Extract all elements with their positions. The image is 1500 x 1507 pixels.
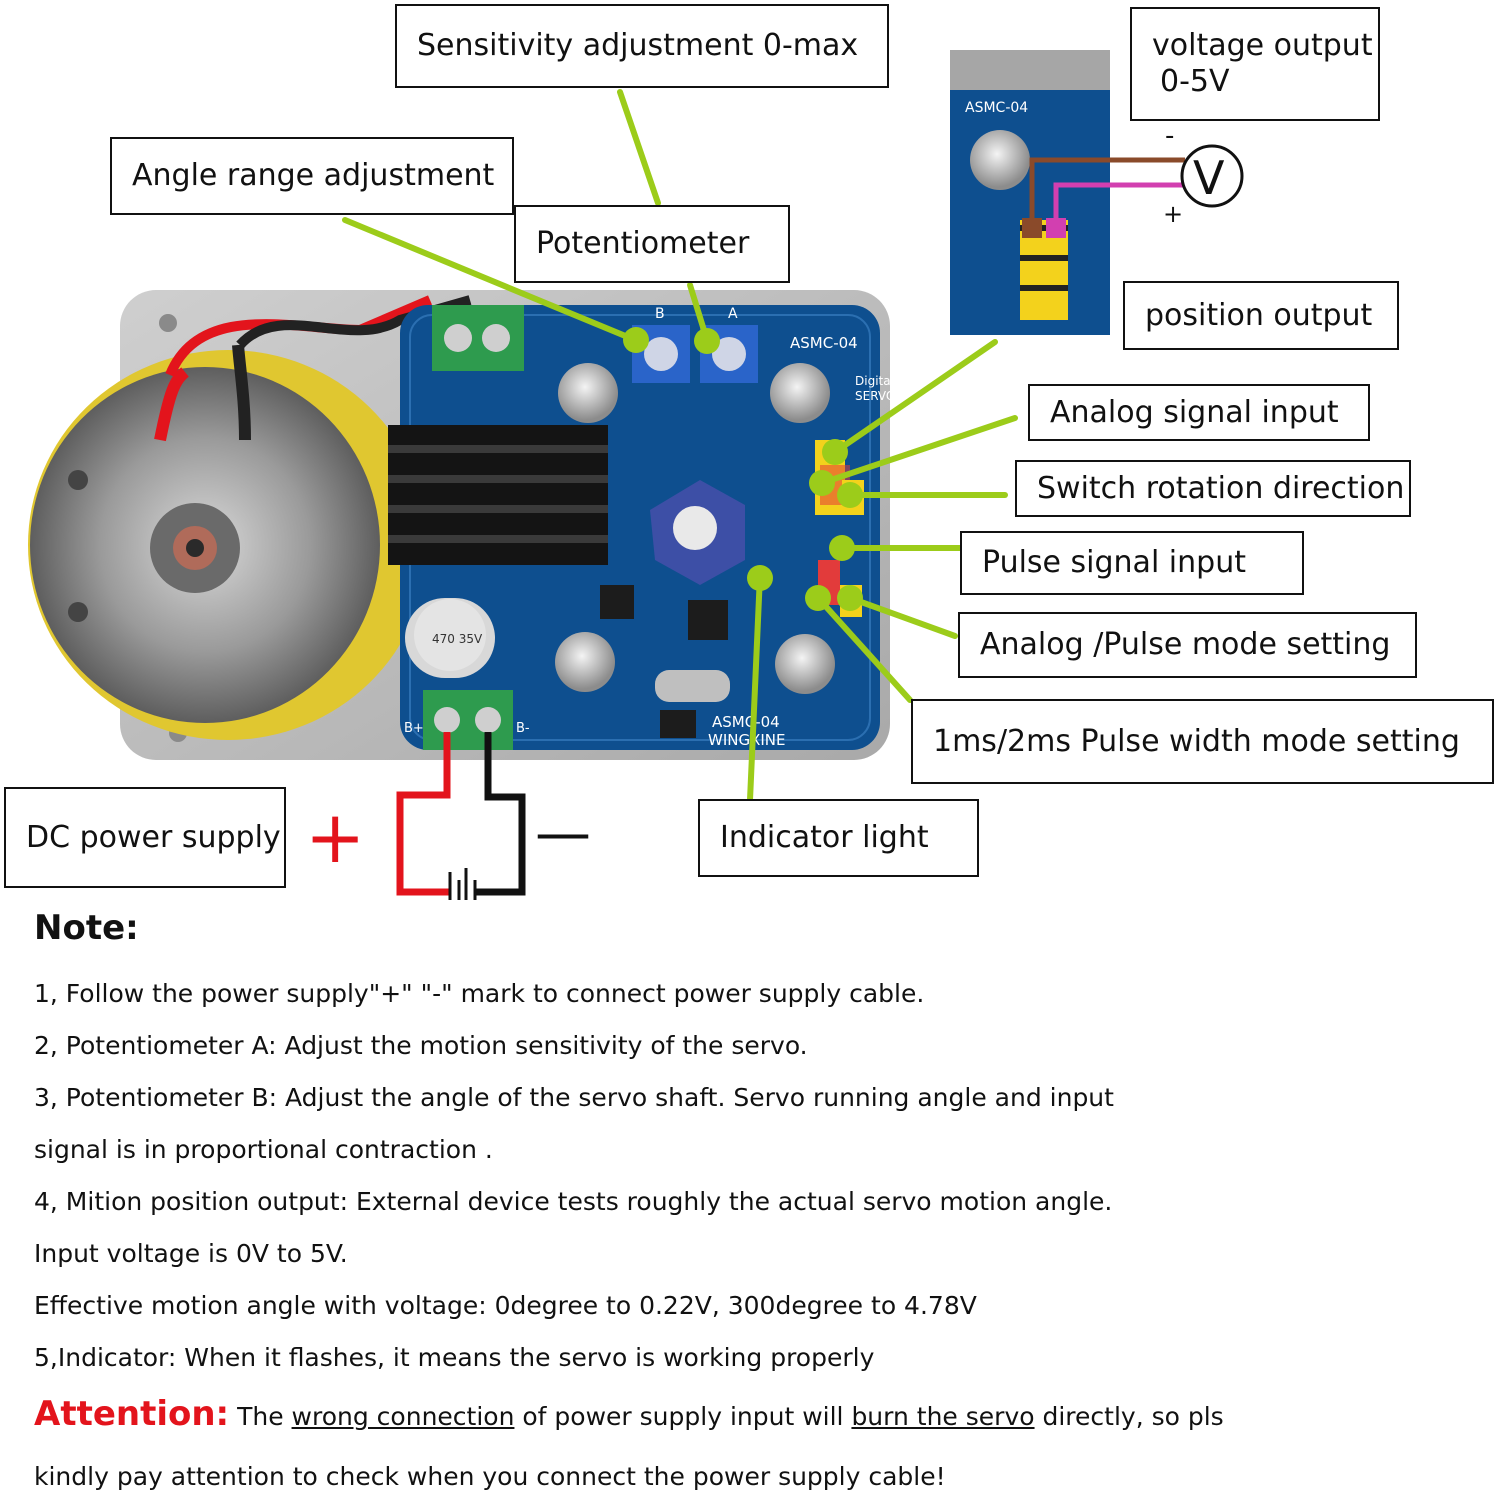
pot-a-label: A	[728, 306, 738, 322]
indicator-light-label: Indicator light	[698, 799, 979, 877]
voltmeter-minus: -	[1165, 121, 1174, 151]
screw	[770, 363, 830, 423]
motor-vent	[68, 602, 88, 622]
ic-chip	[688, 600, 728, 640]
note-line-2: 2, Potentiometer A: Adjust the motion se…	[34, 1031, 808, 1060]
pulse-width-mode-label: 1ms/2ms Pulse width mode setting	[911, 699, 1494, 784]
voltage-output-range: 0-5V	[1160, 64, 1230, 99]
board-model-bottom: ASMC-04	[712, 713, 780, 731]
position-sensor	[650, 480, 745, 585]
switch-rotation-label: Switch rotation direction	[1015, 460, 1411, 517]
digital-label: Digital	[855, 374, 894, 388]
motor-vent	[68, 470, 88, 490]
ic-chip	[600, 585, 634, 619]
attention-underline-2: burn the servo	[851, 1402, 1035, 1431]
motor-terminal-block	[432, 305, 524, 371]
attention-line-2: kindly pay attention to check when you c…	[34, 1462, 946, 1491]
pulse-signal-input-label: Pulse signal input	[960, 531, 1304, 595]
voltmeter-wire-pink	[1053, 182, 1185, 220]
attention-text-a: The	[229, 1402, 292, 1431]
motor-wire-red-2	[154, 367, 189, 442]
leader-dots	[623, 327, 863, 611]
notes-section: Note: 1, Follow the power supply"+" "-" …	[34, 900, 1474, 1507]
voltage-output-label: voltage output 0-5V	[1130, 7, 1380, 121]
capacitor	[405, 598, 495, 678]
board-model-top: ASMC-04	[790, 334, 858, 352]
leader-lines	[342, 89, 1018, 803]
note-line-3b: signal is in proportional contraction .	[34, 1135, 493, 1164]
motor-wire-black-2	[232, 344, 251, 441]
note-line-4c: Effective motion angle with voltage: 0de…	[34, 1291, 977, 1320]
screw	[775, 634, 835, 694]
analog-signal-input-label: Analog signal input	[1028, 384, 1370, 441]
note-line-4b: Input voltage is 0V to 5V.	[34, 1239, 348, 1268]
potentiometer-a	[700, 325, 758, 383]
mode-setting-label: Analog /Pulse mode setting	[958, 612, 1417, 678]
screw	[558, 363, 618, 423]
sensitivity-label: Sensitivity adjustment 0-max	[395, 4, 889, 88]
power-plus-sign: +	[305, 795, 365, 879]
screw	[555, 632, 615, 692]
attention-text-c: directly, so pls	[1034, 1402, 1224, 1431]
voltmeter-icon	[1180, 144, 1244, 208]
note-line-5: 5,Indicator: When it flashes, it means t…	[34, 1343, 875, 1372]
attention-line-1: Attention: The wrong connection of power…	[34, 1384, 1474, 1447]
power-wire-red	[396, 732, 451, 896]
diagram: B A ASMC-04 470 35V B+ B- A	[4, 4, 1494, 900]
diagram-graphics: B A ASMC-04 470 35V B+ B- A	[28, 50, 1244, 900]
attention-underline-1: wrong connection	[291, 1402, 515, 1431]
potentiometer-label: Potentiometer	[514, 205, 790, 283]
note-line-1: 1, Follow the power supply"+" "-" mark t…	[34, 979, 925, 1008]
board-brand: WINGXINE	[708, 731, 786, 749]
attention-text-b: of power supply input will	[514, 1402, 852, 1431]
mosfet	[660, 710, 696, 738]
note-line-4a: 4, Mition position output: External devi…	[34, 1187, 1113, 1216]
pot-b-label: B	[655, 306, 665, 322]
motor-wire-black	[236, 295, 472, 349]
note-line-3a: 3, Potentiometer B: Adjust the angle of …	[34, 1083, 1114, 1112]
voltmeter-wire-brown	[1029, 157, 1185, 220]
battery-icon	[448, 868, 477, 900]
terminal-b-plus: B+	[404, 721, 424, 736]
inset-model-label: ASMC-04	[965, 100, 1028, 116]
terminal-b-minus: B-	[516, 721, 530, 736]
voltage-output-title: voltage output	[1152, 28, 1373, 63]
dc-power-supply-label: DC power supply	[4, 787, 286, 888]
position-output-label: position output	[1123, 281, 1399, 350]
note-title: Note:	[34, 908, 139, 948]
attention-word: Attention:	[34, 1394, 230, 1434]
servo-label: SERVO	[855, 389, 895, 403]
crystal	[655, 670, 730, 702]
power-minus-sign: —	[535, 801, 591, 866]
plate-hole	[159, 314, 177, 332]
inset-board	[950, 50, 1110, 335]
voltmeter-plus: +	[1163, 200, 1183, 228]
power-wire-black	[475, 732, 526, 896]
motor-shaft-core	[186, 539, 204, 557]
angle-range-label: Angle range adjustment	[110, 137, 514, 215]
power-terminal-block	[423, 690, 513, 750]
heatsink	[388, 425, 608, 565]
voltmeter-symbol: V	[1193, 151, 1225, 205]
capacitor-label: 470 35V	[432, 632, 483, 646]
